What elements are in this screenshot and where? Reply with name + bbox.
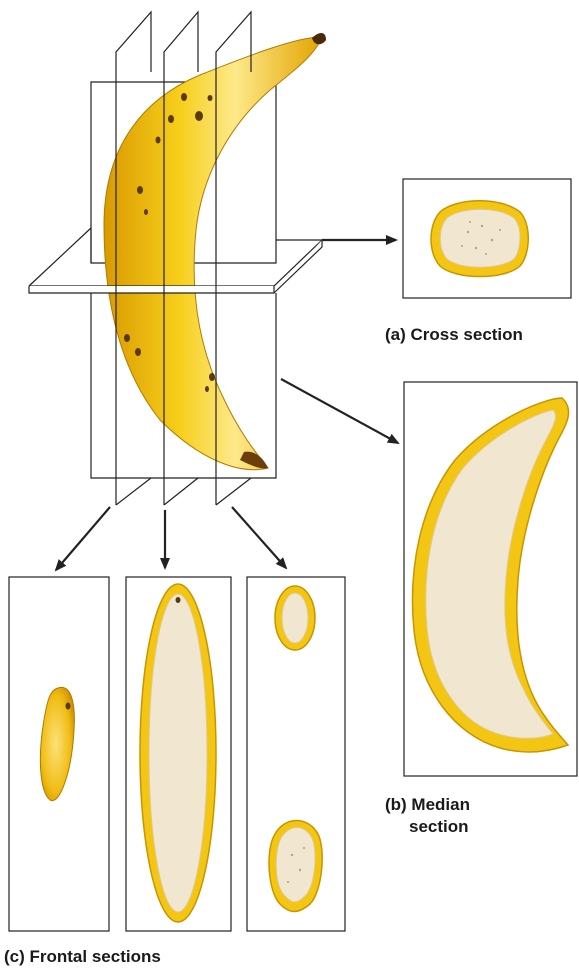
arrow-to-median-section [281,379,398,443]
frontal-panel-middle [126,577,231,931]
arrow-to-frontal-left [56,507,110,570]
cross-section-panel [403,179,571,298]
median-section-panel [404,382,577,776]
median-section-label-line1: (b) Median [385,794,470,815]
frontal-panel-right [247,577,345,931]
arrow-to-frontal-right [232,507,286,568]
frontal-sections-label: (c) Frontal sections [4,946,161,967]
median-section-label-line2: section [409,816,469,837]
frontal-panel-left [9,577,109,931]
cross-section-label: (a) Cross section [385,324,523,345]
